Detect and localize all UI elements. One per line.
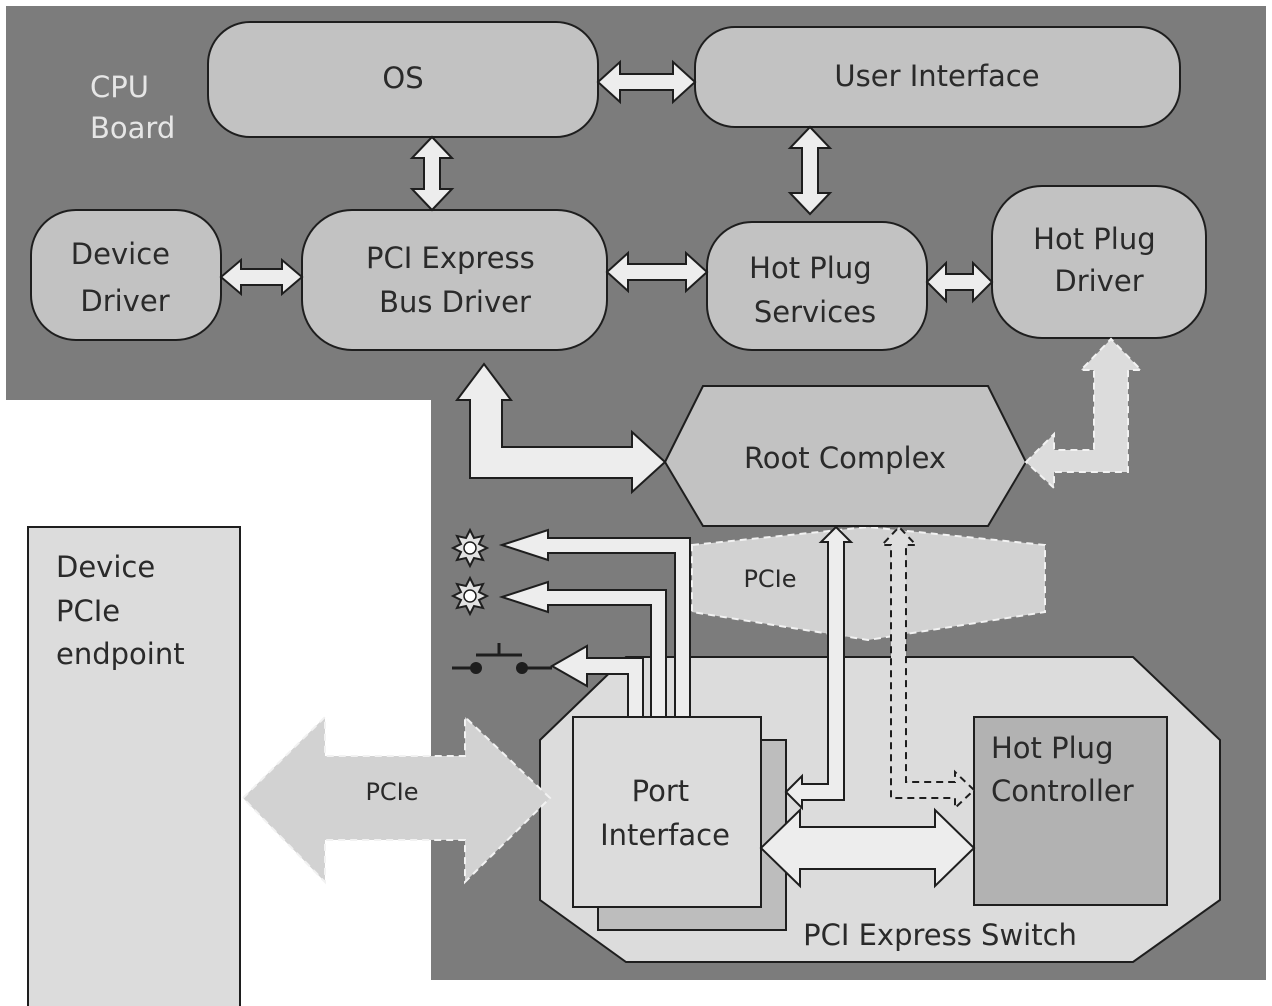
device-pcie-endpoint: Device PCIe endpoint [27,526,241,1006]
indicator-light-icon [450,527,490,569]
upper-pcie-link [691,525,1046,642]
bus-driver-root-complex-arrow [455,362,667,495]
cpu-board-label: CPU Board [90,70,175,145]
svg-text:PCI Express Bus Driver: PCI Express Bus Driver [366,241,544,319]
upper-pcie-label: PCIe [743,565,796,593]
root-complex-controller-arrow [879,525,976,811]
os-box: OS [207,21,599,138]
user-interface-box: User Interface [694,26,1181,128]
root-complex-hp-driver-arrow [1024,337,1144,491]
hot-plug-controller-box: Hot Plug Controller [973,716,1168,906]
port-interface-box: Port Interface [572,716,762,908]
hot-plug-driver-box: Hot Plug Driver [991,185,1207,339]
svg-text:Hot Plug Controller: Hot Plug Controller [991,731,1134,808]
svg-text:OS: OS [382,61,423,95]
ui-services-arrow [787,125,833,216]
root-complex-port-arrow [784,525,854,811]
device-driver-box: Device Driver [30,209,222,341]
svg-text:PCI Express Switch: PCI Express Switch [803,918,1077,952]
attention-button-icon [452,643,552,674]
bus-services-arrow [605,250,709,294]
services-hp-driver-arrow [925,260,994,304]
pci-express-bus-driver-box: PCI Express Bus Driver [301,209,608,351]
device-driver-bus-arrow [219,257,304,297]
lower-pcie-link [241,714,552,885]
port-controller-arrow [759,807,976,889]
hot-plug-services-box: Hot Plug Services [706,221,928,351]
svg-text:Port Interface: Port Interface [600,774,730,852]
svg-text:Hot Plug Services: Hot Plug Services [749,251,881,329]
svg-text:User Interface: User Interface [834,59,1039,93]
power-indicator-light-icon [450,575,490,617]
os-bus-driver-arrow [409,135,455,212]
svg-text:Device Driver: Device Driver [71,237,179,318]
lower-pcie-label: PCIe [365,778,418,806]
root-complex-box: Root Complex [663,385,1028,527]
svg-text:Root Complex: Root Complex [744,441,946,475]
os-ui-arrow [596,59,697,105]
svg-text:Hot Plug Driver: Hot Plug Driver [1033,222,1165,298]
svg-text:Device PCIe endpoi: Device PCIe endpoint [56,550,185,671]
